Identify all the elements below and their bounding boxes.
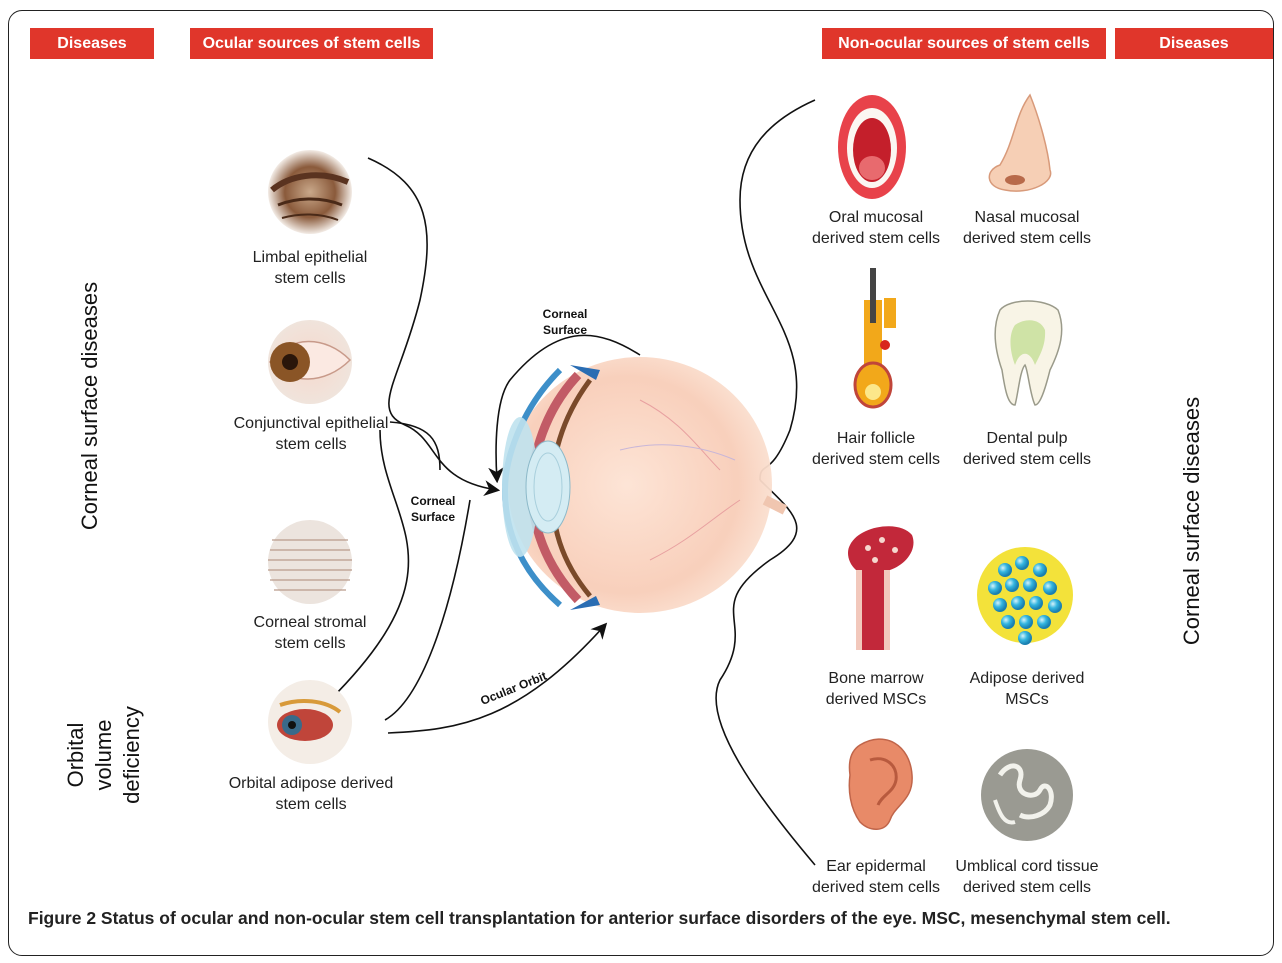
adipose-label: Adipose derived MSCs	[947, 668, 1107, 710]
stromal-label: Corneal stromal stem cells	[210, 612, 410, 654]
orbit-anatomy-icon	[268, 680, 352, 764]
hair-follicle-label: Hair follicle derived stem cells	[796, 428, 956, 470]
nose-icon	[989, 95, 1050, 191]
eye-illustration	[502, 357, 785, 613]
corneal-surface-left-label-2: Surface	[411, 510, 455, 524]
ear-epidermal-label: Ear epidermal derived stem cells	[796, 856, 956, 898]
dental-pulp-label: Dental pulp derived stem cells	[947, 428, 1107, 470]
umbilical-cord-label: Umblical cord tissue derived stem cells	[937, 856, 1117, 898]
corneal-surface-top-label-2: Surface	[543, 323, 587, 337]
limbal-label: Limbal epithelial stem cells	[210, 247, 410, 289]
conjunctival-label: Conjunctival epithelial stem cells	[200, 413, 422, 455]
limbus-icon	[268, 150, 352, 234]
figure-caption: Figure 2 Status of ocular and non-ocular…	[28, 906, 1258, 930]
tooth-icon	[995, 301, 1061, 405]
corneal-surface-left-label: Corneal	[411, 494, 456, 508]
nasal-mucosal-label: Nasal mucosal derived stem cells	[947, 207, 1107, 249]
oral-mucosal-label: Oral mucosal derived stem cells	[796, 207, 956, 249]
corneal-surface-top-label: Corneal	[543, 307, 588, 321]
ear-icon	[849, 739, 912, 829]
bone-marrow-label: Bone marrow derived MSCs	[796, 668, 956, 710]
bone-icon	[848, 526, 913, 650]
mouth-icon	[838, 95, 906, 199]
caption-text: Figure 2 Status of ocular and non-ocular…	[28, 908, 1171, 928]
stroma-tissue-icon	[268, 520, 352, 604]
hair-follicle-icon	[855, 268, 896, 407]
adipose-cells-icon	[977, 547, 1073, 645]
umbilical-cord-icon	[981, 749, 1073, 841]
eye-closeup-icon	[268, 320, 352, 404]
orbital-adipose-label: Orbital adipose derived stem cells	[200, 773, 422, 815]
curve-orbital-b	[388, 625, 605, 733]
